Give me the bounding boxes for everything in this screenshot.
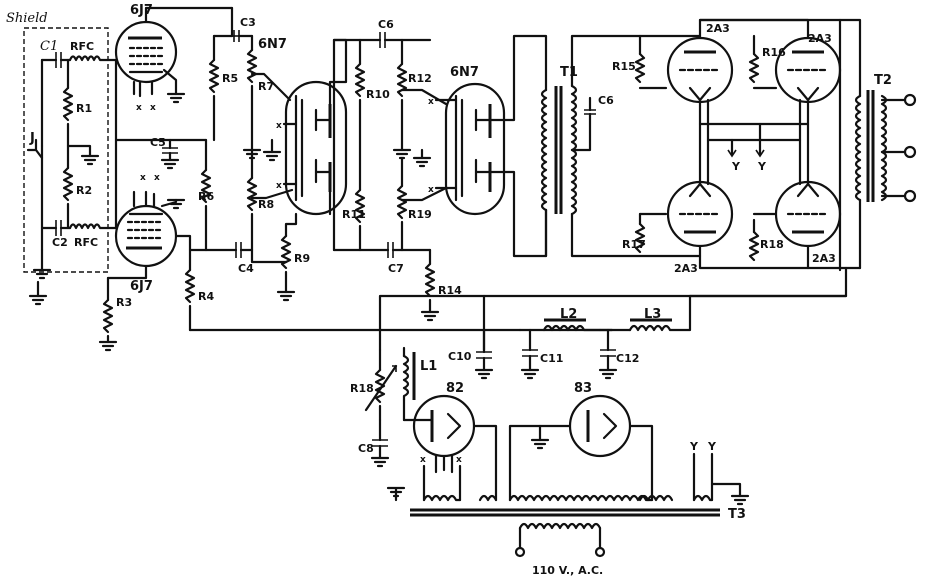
x-label-10: x xyxy=(456,455,462,465)
c6-label: C6 xyxy=(378,18,394,31)
c7-label: C7 xyxy=(388,262,404,275)
l3-label: L3 xyxy=(644,307,661,322)
mains-label: 110 V., A.C. xyxy=(532,564,603,577)
c3-label: C3 xyxy=(240,16,256,29)
resistor-chain-shield: R1 R2 xyxy=(62,58,100,230)
coupling-c3: C3 R5 xyxy=(208,6,256,142)
x-label-4: x xyxy=(154,173,160,183)
r14-label: R14 xyxy=(438,284,462,297)
tube-83-label: 83 xyxy=(574,381,592,396)
misc-wires xyxy=(114,58,486,332)
transformer-t3: T3 110 V., A.C. xyxy=(410,494,746,577)
r1-label: R1 xyxy=(76,102,92,115)
r-variable-label: R18 xyxy=(350,382,374,395)
tube-2a3-br-label: 2A3 xyxy=(812,252,836,265)
t3-label: T3 xyxy=(728,507,746,522)
transformer-t2: T2 xyxy=(482,18,917,352)
shield-label: Shield xyxy=(6,11,48,26)
rfc-bottom: RFC C2 xyxy=(40,220,110,249)
y-label-1: Y xyxy=(731,160,741,173)
l2-label: L2 xyxy=(560,307,577,322)
x-label-5: x xyxy=(276,121,282,131)
driver-bus: C5 R6 R3 R4 xyxy=(98,58,214,352)
c2-label: C2 xyxy=(52,236,68,249)
y-label-3: Y xyxy=(689,440,699,453)
r19-label: R19 xyxy=(408,208,432,221)
jack-label: J xyxy=(29,131,35,146)
rectifier-section: R18 L1 82 C8 83 x x Y xyxy=(350,346,750,506)
y-label-2: Y xyxy=(757,160,767,173)
tube-6j7-top: 6J7 x x xyxy=(114,3,234,113)
c10-label: C10 xyxy=(448,350,472,363)
tube-2a3-bl-label: 2A3 xyxy=(674,262,698,275)
x-label-2: x xyxy=(150,103,156,113)
c4-label: C4 xyxy=(238,262,254,275)
rfc-top: RFC C1 xyxy=(40,39,110,148)
tube-6n7-second-label: 6N7 xyxy=(450,65,479,80)
tube-6n7-first: 6N7 x x R9 xyxy=(258,37,348,302)
x-label-3: x xyxy=(140,173,146,183)
r9-label: R9 xyxy=(294,252,310,265)
x-label-6: x xyxy=(276,181,282,191)
r3-label: R3 xyxy=(116,296,132,309)
r6-label: R6 xyxy=(198,190,214,203)
c11-label: C11 xyxy=(540,352,563,365)
t1-label: T1 xyxy=(560,65,578,80)
r11-label: R11 xyxy=(342,208,366,221)
tube-6n7-second: 6N7 x x R14 xyxy=(420,34,548,322)
y-label-4: Y xyxy=(707,440,717,453)
x-label-8: x xyxy=(428,185,434,195)
x-label-1: x xyxy=(136,103,142,113)
r7-label: R7 xyxy=(258,80,274,93)
tube-82-label: 82 xyxy=(446,381,464,396)
r10-label: R10 xyxy=(366,88,390,101)
c12-label: C12 xyxy=(616,352,639,365)
t2-label: T2 xyxy=(874,73,892,88)
l1-label: L1 xyxy=(420,359,437,374)
output-stage: R15 2A3 R16 2A3 2A3 R17 2A3 R18 xyxy=(612,18,862,275)
r18-label: R18 xyxy=(760,238,784,251)
c1-label: C1 xyxy=(40,39,58,54)
r2-label: R2 xyxy=(76,184,92,197)
r12-label: R12 xyxy=(408,72,432,85)
input-shield: Shield xyxy=(6,11,109,273)
transformer-t1: T1 C6 xyxy=(540,34,702,258)
interstage-network: C6 C7 R10 R11 R12 R19 xyxy=(332,18,448,275)
r4-label: R4 xyxy=(198,290,214,303)
rfc-top-label: RFC xyxy=(70,40,94,53)
x-label-7: x xyxy=(428,97,434,107)
tube-2a3-tr-label: 2A3 xyxy=(808,32,832,45)
t1-cap-label: C6 xyxy=(598,94,614,107)
tube-2a3-tl-label: 2A3 xyxy=(706,22,730,35)
tube-6j7-top-label: 6J7 xyxy=(130,3,153,18)
input-jack: J xyxy=(26,131,52,306)
grid-resistors-6n7a: R7 R8 xyxy=(242,34,294,252)
x-label-9: x xyxy=(420,455,426,465)
c8-label: C8 xyxy=(358,442,374,455)
r15-label: R15 xyxy=(612,60,636,73)
c5-label: C5 xyxy=(150,136,166,149)
rfc-bottom-label: RFC xyxy=(74,236,98,249)
tube-6n7-first-label: 6N7 xyxy=(258,37,287,52)
tube-6j7-bottom: 6J7 x x xyxy=(106,173,186,294)
power-filter: L2 L3 C10 C11 C12 xyxy=(188,294,848,380)
r8-label: R8 xyxy=(258,198,274,211)
r17-label: R17 xyxy=(622,238,646,251)
r5-label: R5 xyxy=(222,72,238,85)
tube-6j7-bottom-label: 6J7 xyxy=(130,279,153,294)
coupling-c4: C4 xyxy=(188,242,254,275)
